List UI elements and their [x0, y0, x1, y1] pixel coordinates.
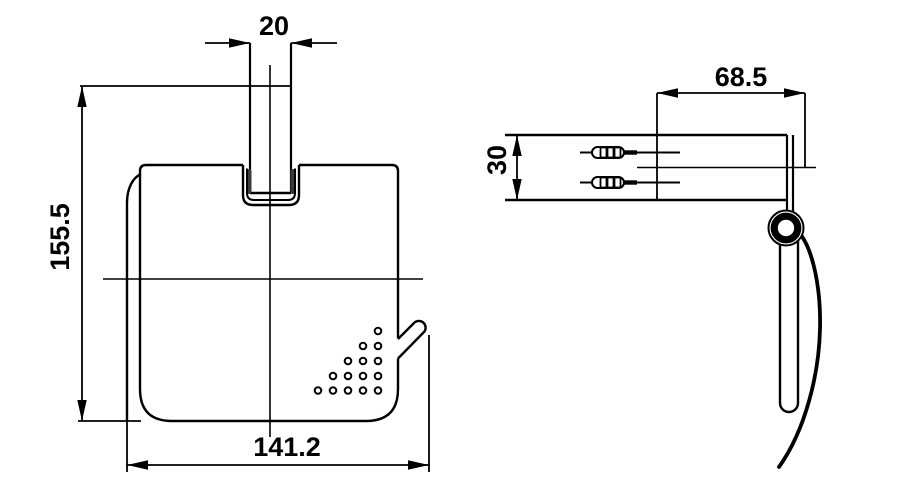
arrowhead-up: [512, 135, 522, 156]
arrowhead-down: [77, 400, 87, 421]
mounting-screw-top: [580, 146, 680, 159]
arrowhead-right: [784, 88, 805, 98]
dim-label-overall-width: 141.2: [253, 432, 321, 462]
wall-post: [248, 43, 293, 195]
hinge-bearing-ring: [770, 212, 802, 244]
arrowhead-right: [408, 460, 429, 470]
hanging-strip: [778, 239, 800, 414]
mounting-screw-bottom: [580, 176, 680, 189]
perforation-dots: [313, 326, 383, 395]
dim-label-overall-height: 155.5: [45, 203, 75, 271]
dim-label-plate-height: 30: [482, 145, 512, 175]
post-slot: [241, 165, 301, 207]
side-view: [505, 88, 822, 469]
dim-label-depth: 68.5: [715, 62, 768, 92]
hinge-neck: [785, 135, 795, 212]
hinge: [767, 209, 805, 247]
back-plate-edge: [125, 172, 142, 421]
dim-label-post-width: 20: [259, 11, 289, 41]
arrowhead-left: [291, 38, 312, 48]
arrowhead-down: [512, 179, 522, 200]
cover-outline: [138, 163, 400, 423]
arrowhead-up: [77, 86, 87, 107]
dimension-post-width: [205, 38, 337, 48]
side-tab: [397, 319, 427, 360]
mounting-plate: [505, 133, 787, 202]
dimension-plate-height: [512, 135, 522, 200]
flap-curve: [777, 227, 822, 469]
dimension-overall-width: [126, 335, 430, 472]
arrowhead-left: [657, 88, 678, 98]
front-view: [77, 38, 430, 472]
arrowhead-left: [127, 460, 148, 470]
arrowhead-right: [229, 38, 250, 48]
dimension-overall-height: [77, 85, 291, 422]
